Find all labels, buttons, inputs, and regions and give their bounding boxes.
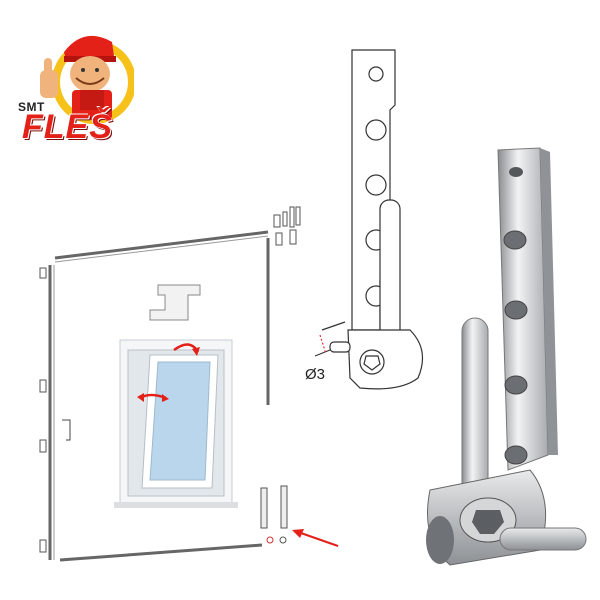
- red-arrow-icon: [292, 529, 339, 547]
- dimension-label: Ø3: [305, 366, 326, 383]
- hinge-3d-render: [426, 147, 587, 566]
- brand-logo: [14, 12, 134, 152]
- hinge-outline-drawing: [314, 49, 424, 390]
- brand-prefix: SMT: [18, 100, 45, 114]
- hardware-set-diagram: [39, 206, 301, 562]
- tilt-turn-window-icon: [114, 339, 238, 508]
- brand-name: FLEŠ: [22, 108, 113, 146]
- worker-thumbs-up-icon: [40, 35, 134, 124]
